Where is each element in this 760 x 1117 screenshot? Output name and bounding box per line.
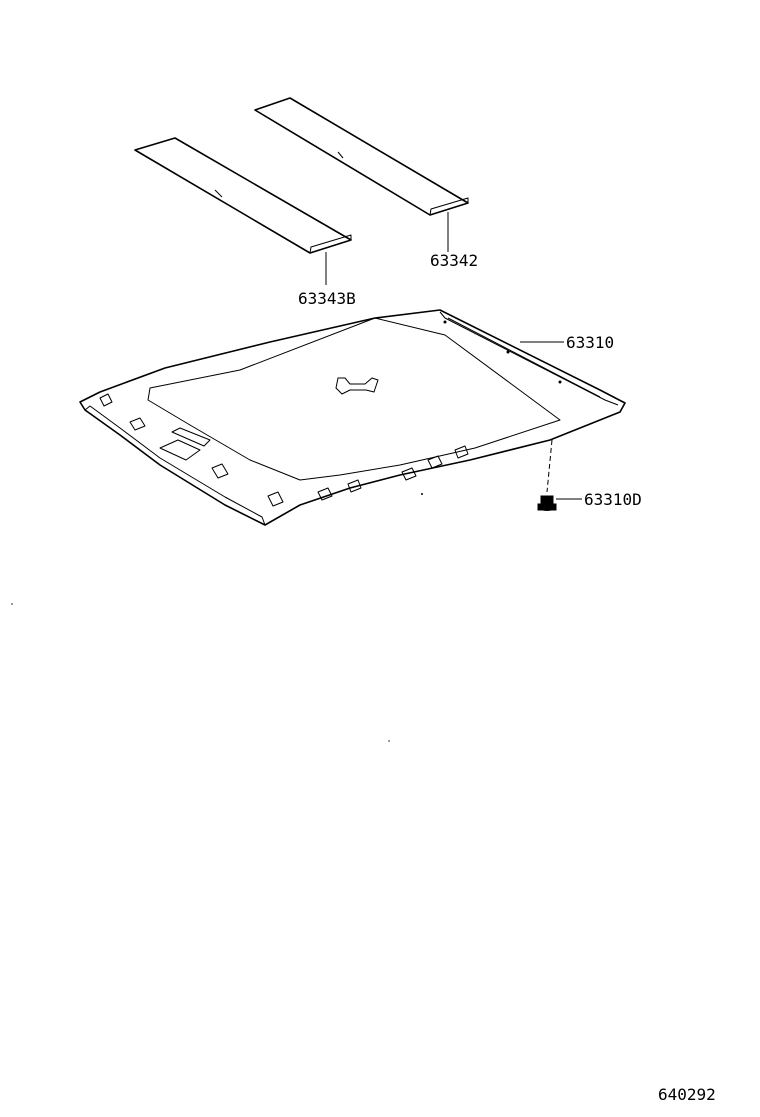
callout-63310: 63310 [566,333,614,352]
headliner-clip [537,439,582,511]
speck [388,740,390,742]
diagram-code: 640292 [658,1085,716,1104]
roof-headliner [79,309,626,526]
clip-install-line [546,439,553,493]
callout-63343b: 63343B [298,289,356,308]
callout-63310d: 63310D [584,490,642,509]
callout-63342: 63342 [430,251,478,270]
speck [11,603,13,605]
insulation-pad-front [134,137,352,285]
insulation-pad-rear [254,97,469,252]
